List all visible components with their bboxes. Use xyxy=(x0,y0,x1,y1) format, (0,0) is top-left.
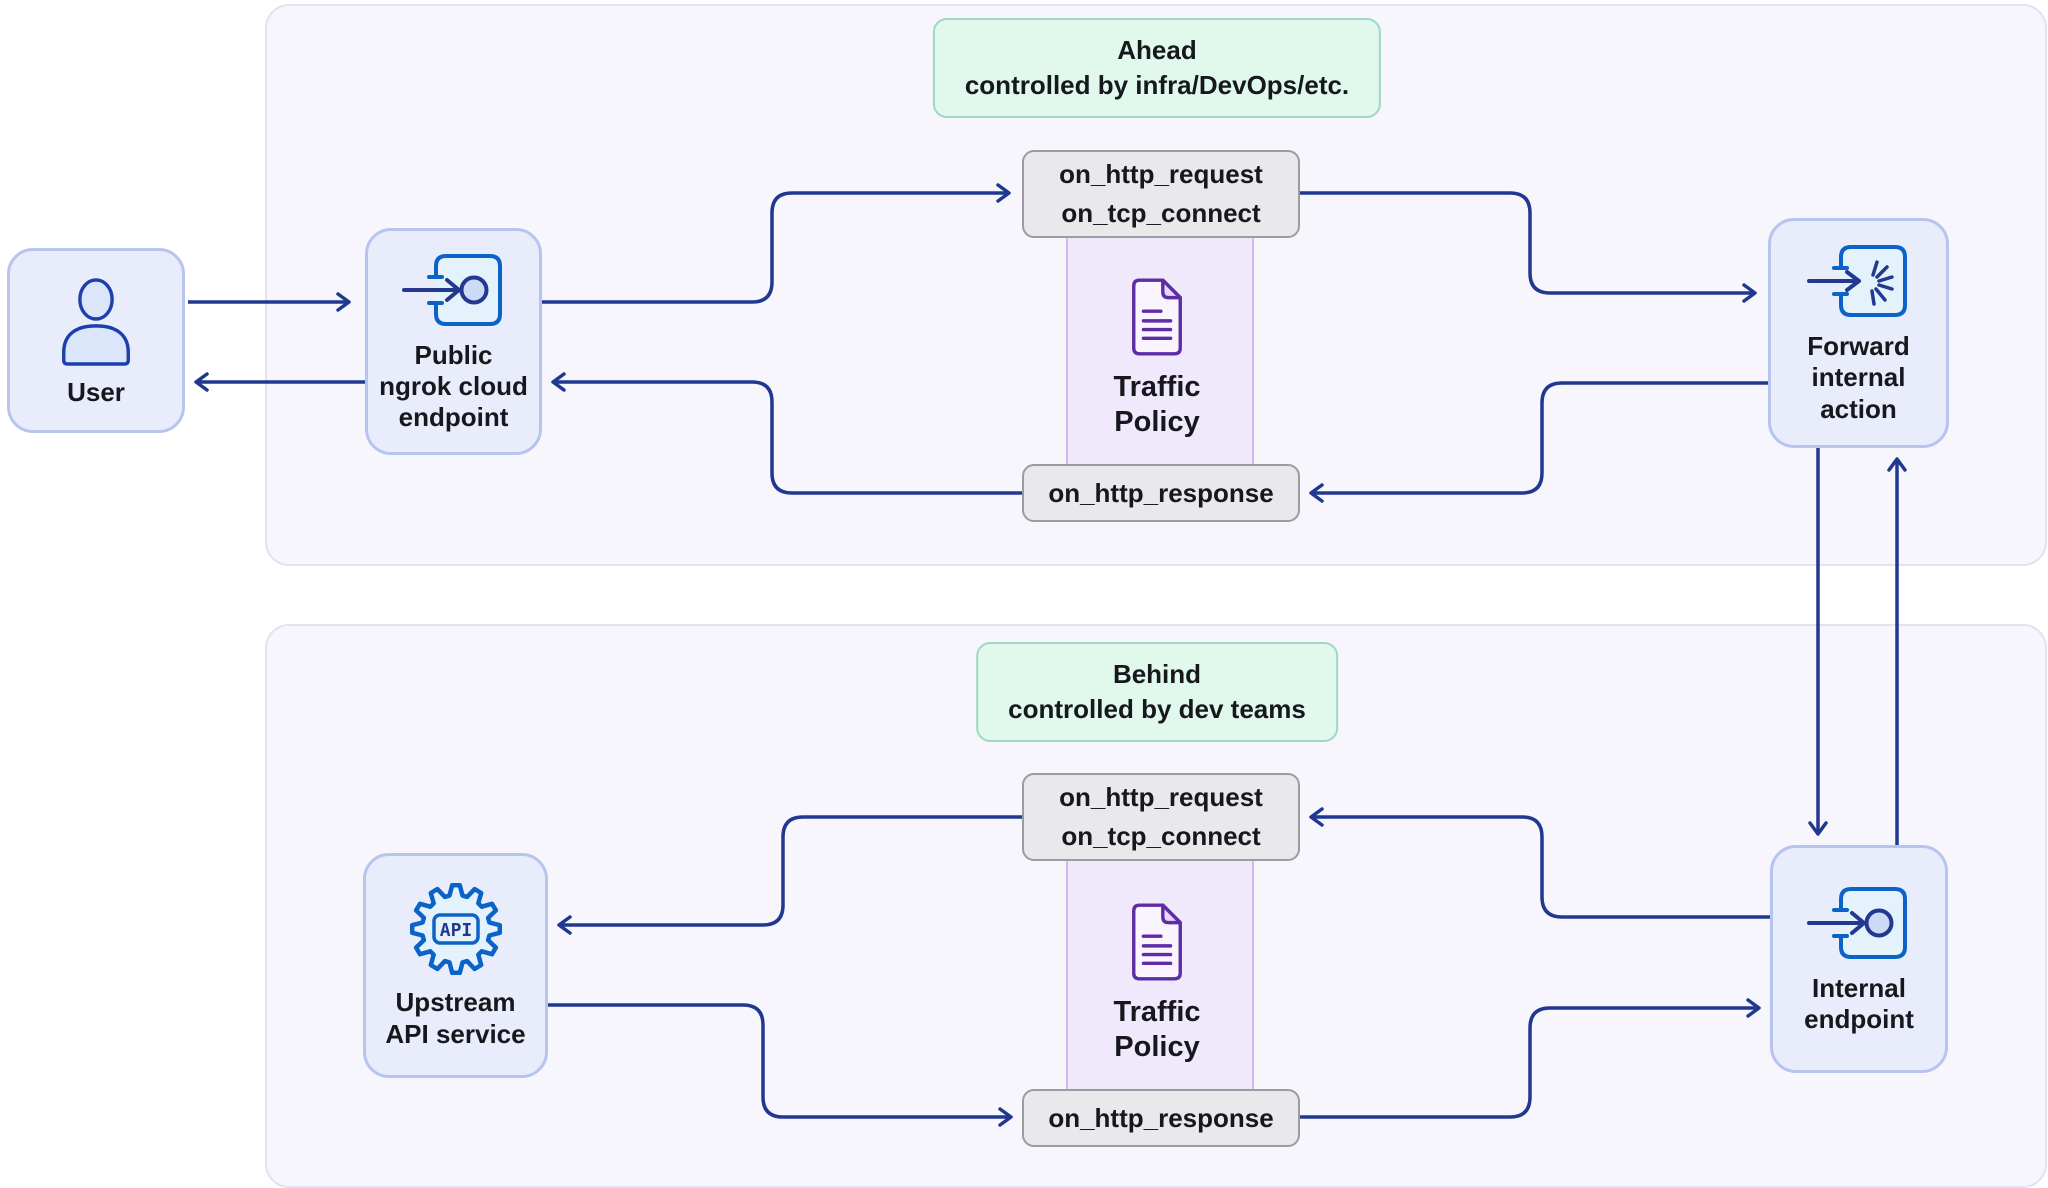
policy-document-icon xyxy=(1132,903,1182,981)
traffic-policy-label-ahead: Traffic Policy xyxy=(1113,371,1201,438)
badge-ahead-title: Ahead xyxy=(1117,35,1197,65)
api-icon-text: API xyxy=(439,920,472,941)
node-internal-endpoint-label: Internal endpoint xyxy=(1804,972,1914,1034)
endpoint-arrow-circle-icon xyxy=(401,253,502,326)
hook-behind-response: on_http_response xyxy=(1022,1089,1300,1147)
node-forward-action: Forward internal action xyxy=(1768,218,1949,448)
badge-behind: Behind controlled by dev teams xyxy=(976,642,1338,743)
node-public-endpoint: Public ngrok cloud endpoint xyxy=(365,228,542,455)
person-icon xyxy=(62,278,130,366)
connector-request-hook-to-forward xyxy=(1300,191,1757,303)
connector-upstream-to-response-hook xyxy=(548,1003,1013,1127)
endpoint-arrow-circle-icon xyxy=(1807,886,1907,959)
node-user: User xyxy=(7,248,185,433)
connector-request-hook-to-upstream xyxy=(557,815,1022,935)
connector-public-to-request-hook xyxy=(542,183,1011,304)
connector-internal-to-request-hook xyxy=(1309,807,1770,919)
node-public-endpoint-label: Public ngrok cloud endpoint xyxy=(379,339,528,433)
badge-ahead: Ahead controlled by infra/DevOps/etc. xyxy=(932,18,1382,119)
node-upstream-label: Upstream API service xyxy=(385,987,526,1049)
node-forward-action-label: Forward internal action xyxy=(1807,331,1910,424)
connector-forward-to-response-hook xyxy=(1309,381,1768,503)
node-internal-endpoint: Internal endpoint xyxy=(1770,845,1948,1073)
node-upstream: API Upstream API service xyxy=(363,853,548,1078)
hook-ahead-request: on_http_request on_tcp_connect xyxy=(1022,150,1300,238)
badge-behind-subtitle: controlled by dev teams xyxy=(1008,694,1306,725)
policy-document-icon xyxy=(1132,278,1182,356)
badge-behind-title: Behind xyxy=(1112,659,1202,689)
api-gear-icon: API xyxy=(409,883,502,976)
traffic-policy-band-behind xyxy=(1066,833,1254,1137)
hook-behind-request: on_http_request on_tcp_connect xyxy=(1022,773,1300,861)
endpoint-arrow-burst-icon xyxy=(1806,245,1907,318)
connector-response-hook-to-internal xyxy=(1300,998,1761,1119)
connector-response-hook-to-public xyxy=(551,372,1022,495)
hook-ahead-response: on_http_response xyxy=(1022,464,1300,522)
traffic-policy-label-behind: Traffic Policy xyxy=(1113,996,1201,1063)
node-user-label: User xyxy=(67,376,125,407)
badge-ahead-subtitle: controlled by infra/DevOps/etc. xyxy=(964,70,1350,101)
